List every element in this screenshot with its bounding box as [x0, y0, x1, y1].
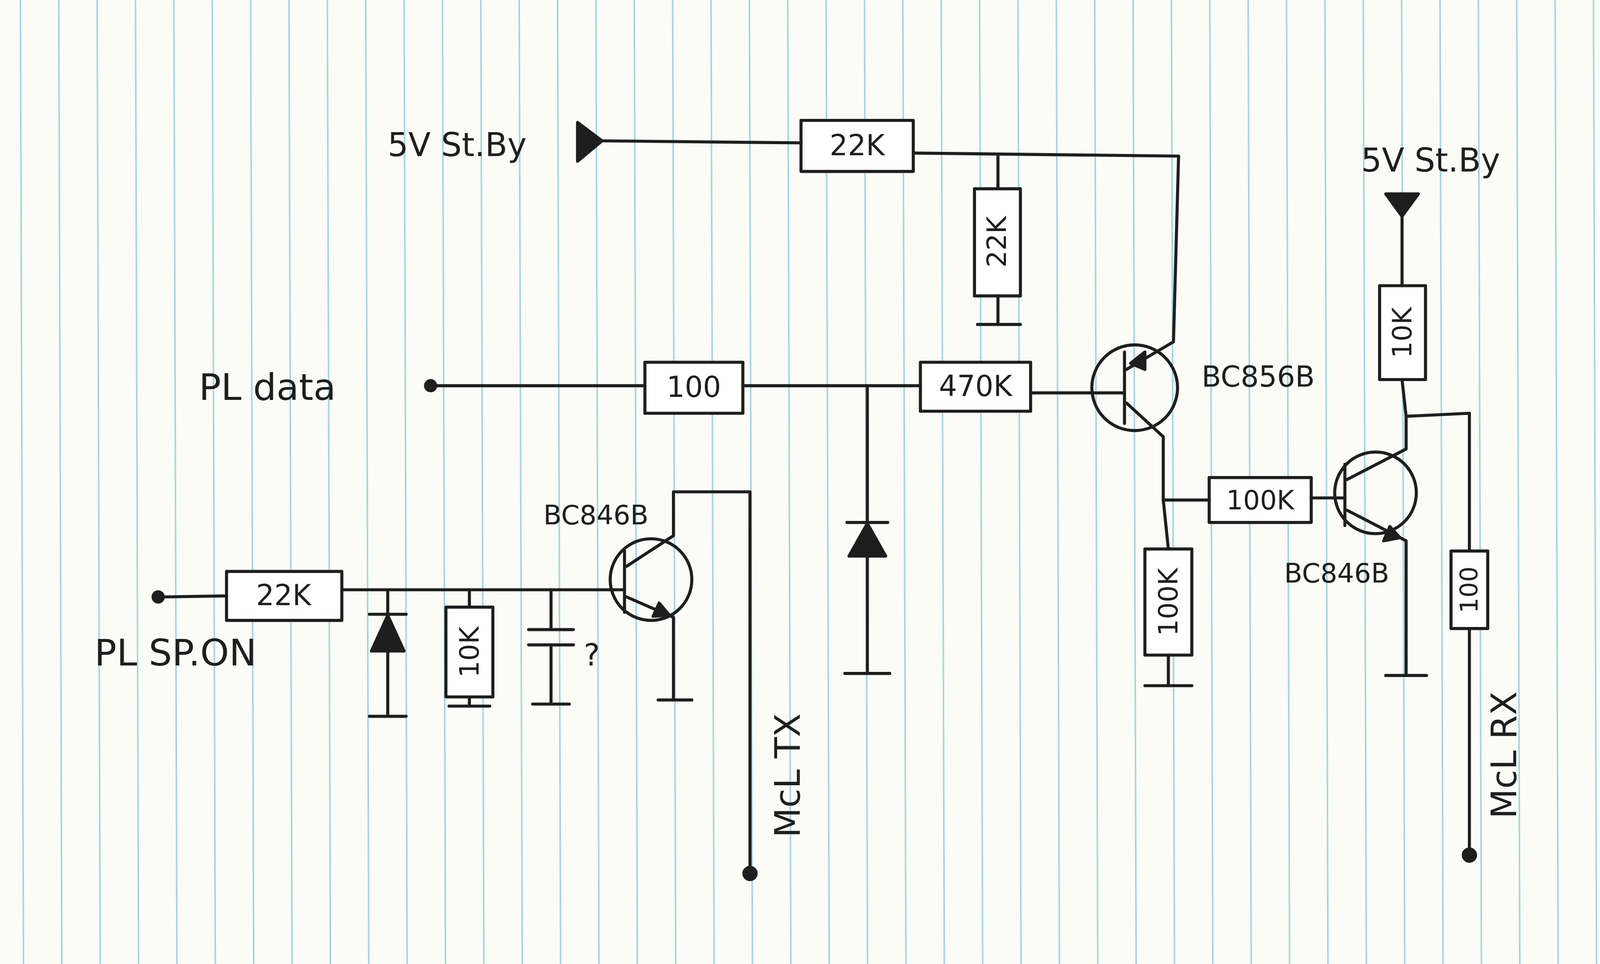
signal-name: PL data — [198, 369, 336, 407]
wire — [1144, 497, 1346, 686]
resistor-symbol — [1451, 550, 1488, 629]
ruled-line — [1516, 0, 1520, 964]
resistor-symbol — [644, 362, 743, 414]
ruled-line — [941, 0, 945, 964]
emitter-arrow — [1383, 526, 1400, 541]
ruled-line — [250, 0, 254, 964]
emitter-arrow — [653, 603, 670, 617]
emitter-arrow — [1130, 351, 1145, 370]
ruled-line — [1324, 0, 1328, 964]
transistor-symbol — [1091, 344, 1178, 431]
ruled-line — [1132, 0, 1136, 964]
signal-name: McL TX — [770, 713, 805, 838]
ruled-line — [672, 0, 676, 964]
transistor-part: BC856B — [1201, 363, 1315, 392]
resistor-value: 22K — [829, 131, 885, 161]
resistor-symbol — [226, 571, 343, 621]
diode-symbol — [371, 615, 404, 652]
note: ? — [583, 639, 601, 671]
resistor-symbol — [801, 120, 914, 172]
resistor-symbol — [1209, 477, 1312, 523]
signal-name: McL RX — [1486, 691, 1522, 820]
ruled-line — [135, 0, 139, 964]
ruled-line — [212, 0, 216, 964]
ruled-line — [710, 0, 714, 964]
terminal-dot — [153, 591, 164, 603]
transistor-part: BC846B — [1284, 560, 1390, 587]
resistor-value: 100K — [1155, 567, 1182, 636]
supply-arrow — [577, 122, 602, 162]
wire — [1401, 193, 1470, 849]
resistor-value: 22K — [256, 581, 312, 611]
wire — [435, 385, 921, 674]
resistor-value: 100 — [666, 373, 722, 403]
wire — [1345, 416, 1427, 676]
terminal-dot — [743, 867, 757, 880]
diode-symbol — [848, 523, 886, 557]
ruled-line — [557, 0, 561, 964]
transistor-part: BC846B — [543, 502, 649, 529]
ruled-line — [634, 0, 638, 964]
ruled-line — [365, 0, 369, 964]
wire — [600, 140, 1179, 370]
ruled-line — [1017, 0, 1021, 964]
resistor-value: 10K — [1388, 307, 1416, 359]
resistor-symbol — [974, 188, 1021, 296]
resistor-symbol — [1379, 285, 1426, 380]
ruled-line — [97, 0, 101, 964]
resistor-value: 100 — [1457, 566, 1482, 613]
ruled-line — [1555, 0, 1559, 964]
signal-name: PL SP.ON — [94, 634, 257, 672]
ruled-line — [20, 0, 24, 964]
ruled-line — [979, 0, 983, 964]
ruled-line — [1056, 0, 1060, 964]
supply-label: 5V St.By — [1360, 143, 1500, 177]
wire — [1030, 351, 1164, 500]
resistor-symbol — [920, 362, 1031, 412]
ruled-line — [1593, 0, 1597, 964]
supply-label: 5V St.By — [387, 128, 527, 162]
ruled-line — [1171, 0, 1175, 964]
wire — [624, 491, 750, 868]
ruled-line — [58, 0, 62, 964]
resistor-symbol — [446, 607, 494, 698]
terminal-dot — [1463, 848, 1476, 862]
ruled-line — [1094, 0, 1098, 964]
resistor-value: 10K — [455, 626, 483, 678]
ruled-line — [327, 0, 331, 964]
resistor-value: 470K — [938, 372, 1012, 402]
resistor-value: 100K — [1226, 486, 1295, 514]
ruled-line — [174, 0, 178, 964]
resistor-value: 22K — [983, 216, 1011, 268]
resistor-symbol — [1144, 549, 1192, 656]
ruled-line — [289, 0, 293, 964]
